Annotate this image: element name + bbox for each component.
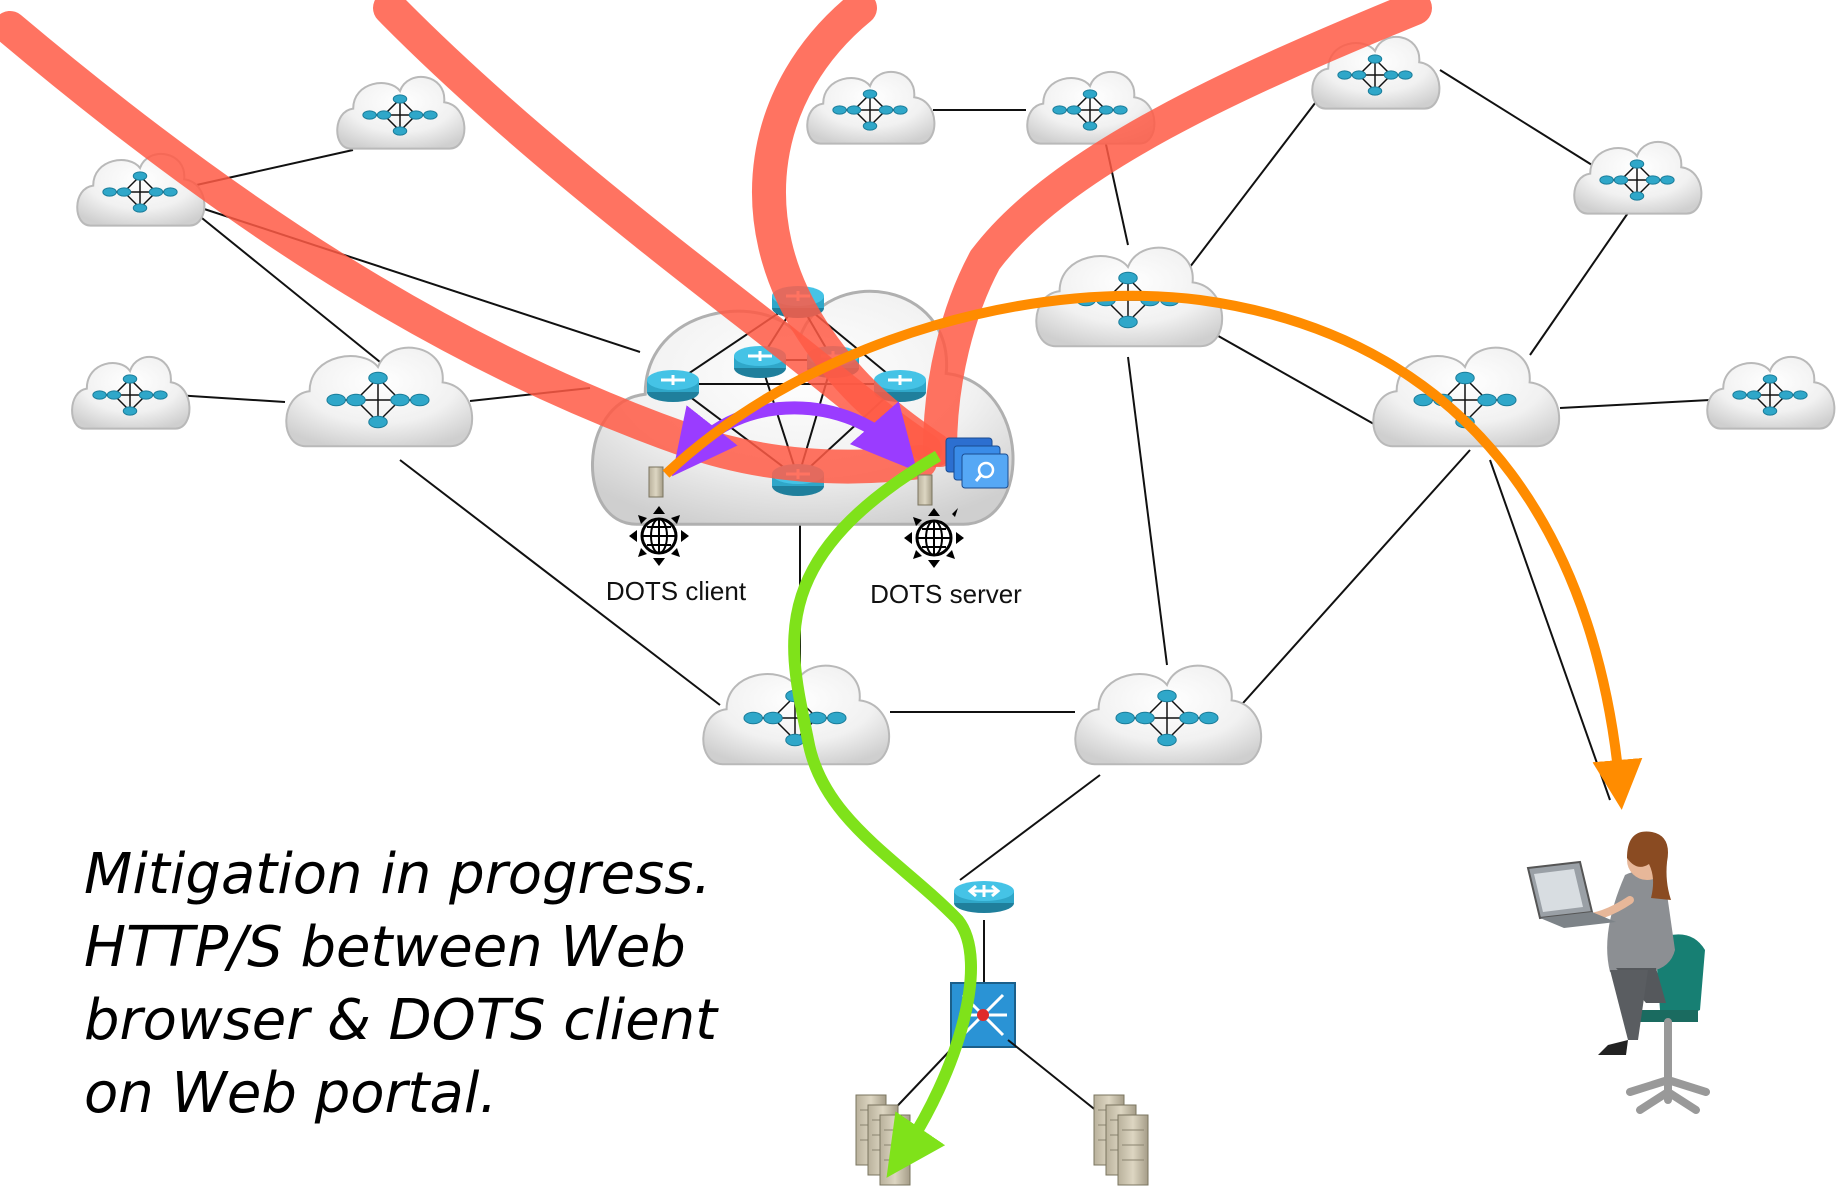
cloud-left-3-icon <box>285 346 474 448</box>
network-link <box>1439 69 1601 171</box>
edge-router-icon <box>954 881 1014 913</box>
network-link <box>1234 449 1471 713</box>
attack-flow <box>923 0 1432 467</box>
network-link <box>1189 319 1389 433</box>
dots-server: DOTS server <box>870 437 1022 609</box>
cloud-right-1-icon <box>1573 140 1703 215</box>
cloud-right-2-icon <box>1372 346 1561 448</box>
cloud-bottom-2-icon <box>1074 664 1263 766</box>
dots-server-server-icon <box>917 474 933 506</box>
caption-line: HTTP/S between Web <box>84 915 686 980</box>
cloud-top-center-1-icon <box>806 70 936 145</box>
caption-line: browser & DOTS client <box>84 988 718 1053</box>
cloud-top-left-1-icon <box>336 75 466 150</box>
server-stack-icon <box>855 1094 911 1186</box>
network-link <box>1529 209 1631 356</box>
dots-server-console-icon <box>945 437 1009 489</box>
network-link <box>1559 399 1711 409</box>
network-link <box>174 394 286 403</box>
clean-traffic-arrow <box>788 450 977 1178</box>
caption-line: on Web portal. <box>84 1061 498 1126</box>
network-link <box>1179 89 1326 281</box>
dots-server-label: DOTS server <box>870 579 1022 609</box>
caption: Mitigation in progress. HTTP/S between W… <box>84 838 844 1130</box>
dots-client-label: DOTS client <box>606 576 747 606</box>
web-session-arrow <box>662 290 1643 810</box>
user-at-laptop-icon <box>1526 831 1710 1114</box>
network-link <box>191 209 381 363</box>
network-link <box>959 774 1101 881</box>
switch-server-link-right <box>1007 1039 1109 1121</box>
dots-client-server-icon <box>648 466 664 498</box>
cloud-far-right-icon <box>1706 355 1836 430</box>
caption-line: Mitigation in progress. <box>84 842 712 907</box>
network-link <box>399 459 721 706</box>
network-link <box>1489 459 1611 801</box>
router-icon <box>647 370 699 402</box>
cloud-left-2-icon <box>71 355 191 430</box>
cloud-top-center-2-icon <box>1026 70 1156 145</box>
network-links <box>174 69 1711 881</box>
dots-server-globe-icon <box>904 508 964 568</box>
dots-client: DOTS client <box>606 466 747 606</box>
dots-client-globe-icon <box>629 506 689 566</box>
server-stack-icon <box>1093 1094 1149 1186</box>
network-link <box>1127 356 1168 666</box>
